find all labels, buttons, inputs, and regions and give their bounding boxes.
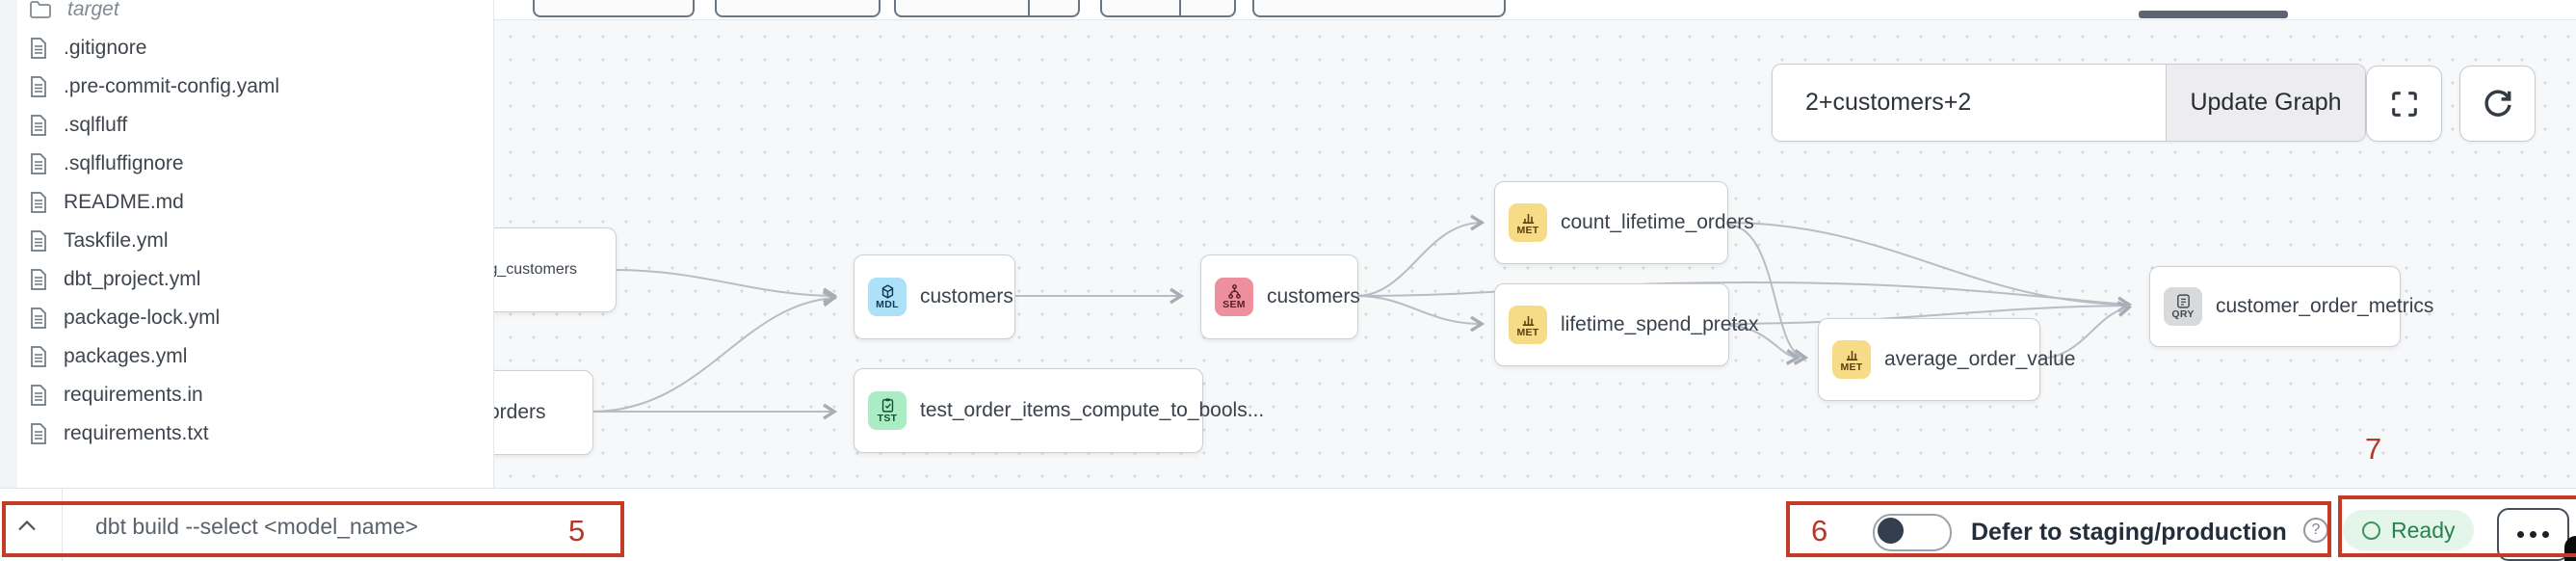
- button-divider: [1179, 0, 1181, 15]
- node-label: test_order_items_compute_to_bools...: [920, 399, 1265, 421]
- file-explorer: target .gitignore .pre-commit-config.yam…: [0, 0, 494, 488]
- file-icon: [31, 423, 46, 444]
- file-icon: [31, 269, 46, 290]
- node-label: lifetime_spend_pretax: [1561, 313, 1759, 335]
- file-icon: [31, 230, 46, 252]
- file-icon: [31, 385, 46, 406]
- file-list: target .gitignore .pre-commit-config.yam…: [0, 0, 493, 453]
- toggle-knob: [1878, 518, 1904, 544]
- lineage-canvas[interactable]: stg_customers orders MDL customers TST t…: [493, 19, 2576, 488]
- collapse-panel-button[interactable]: [12, 510, 42, 541]
- file-item[interactable]: Taskfile.yml: [0, 222, 493, 260]
- file-icon: [31, 307, 46, 329]
- file-icon: [31, 76, 46, 97]
- file-item[interactable]: README.md: [0, 183, 493, 222]
- chevron-up-icon: [18, 520, 36, 530]
- bar-divider: [62, 489, 63, 561]
- update-graph-button[interactable]: Update Graph: [2166, 65, 2365, 141]
- status-circle-icon: [2362, 521, 2380, 540]
- file-item[interactable]: dbt_project.yml: [0, 260, 493, 299]
- lineage-node-stg-customers[interactable]: stg_customers: [493, 227, 617, 312]
- graph-selector-group: Update Graph: [1772, 64, 2366, 142]
- dbt-command-input[interactable]: [93, 502, 540, 550]
- metric-badge: MET: [1509, 203, 1547, 242]
- screen-corner-artifact: [2564, 536, 2576, 561]
- annotation-step-7: 7: [2365, 432, 2382, 466]
- defer-toggle-label: Defer to staging/production: [1971, 519, 2287, 546]
- report-icon: [2176, 294, 2190, 308]
- status-badge: Ready: [2343, 510, 2475, 550]
- fullscreen-icon: [2391, 91, 2417, 117]
- file-icon: [31, 115, 46, 136]
- ellipsis-icon: [2517, 531, 2524, 538]
- test-badge: TST: [868, 391, 907, 430]
- file-icon: [31, 38, 46, 59]
- command-bar: [0, 488, 2576, 561]
- refresh-button[interactable]: [2459, 66, 2536, 142]
- active-tab-indicator: [2139, 11, 2288, 18]
- lineage-node-count-lifetime-orders[interactable]: MET count_lifetime_orders: [1494, 181, 1754, 264]
- bar-chart-icon: [1522, 315, 1534, 326]
- model-badge: MDL: [868, 278, 907, 316]
- semantic-badge: SEM: [1215, 278, 1253, 316]
- more-options-button[interactable]: [2497, 508, 2569, 561]
- lineage-node-test-order-items[interactable]: TST test_order_items_compute_to_bools...: [854, 368, 1264, 453]
- node-label: customers: [920, 285, 1013, 307]
- node-label: customers: [1267, 285, 1360, 307]
- file-item[interactable]: .sqlfluffignore: [0, 145, 493, 183]
- ellipsis-icon: [2542, 531, 2549, 538]
- metric-badge: MET: [1832, 340, 1871, 379]
- file-item[interactable]: packages.yml: [0, 337, 493, 376]
- file-item[interactable]: .pre-commit-config.yaml: [0, 67, 493, 106]
- clipboard-check-icon: [881, 398, 893, 413]
- button-divider: [1028, 0, 1030, 15]
- file-item[interactable]: package-lock.yml: [0, 299, 493, 337]
- cube-icon: [881, 284, 893, 299]
- bar-chart-icon: [1846, 350, 1857, 361]
- ellipsis-icon: [2530, 531, 2537, 538]
- sidebar-gutter: [0, 0, 17, 488]
- toolbar-button-partial[interactable]: [894, 0, 1080, 17]
- toolbar-button-partial[interactable]: [715, 0, 881, 17]
- lineage-node-customers-model[interactable]: MDL customers: [854, 254, 1015, 339]
- file-icon: [31, 346, 46, 367]
- fullscreen-button[interactable]: [2366, 66, 2442, 142]
- node-label: stg_customers: [493, 261, 578, 278]
- node-label: orders: [493, 401, 546, 423]
- file-item[interactable]: requirements.in: [0, 376, 493, 414]
- branch-icon: [1227, 284, 1241, 299]
- node-label: customer_order_metrics: [2216, 295, 2434, 317]
- file-item[interactable]: .sqlfluff: [0, 106, 493, 145]
- node-label: count_lifetime_orders: [1561, 211, 1754, 233]
- metric-badge: MET: [1509, 306, 1547, 344]
- file-item[interactable]: .gitignore: [0, 29, 493, 67]
- query-badge: QRY: [2164, 287, 2202, 326]
- refresh-icon: [2484, 89, 2511, 117]
- file-icon: [31, 192, 46, 213]
- lineage-node-orders[interactable]: orders: [493, 370, 593, 455]
- lineage-node-customers-semantic[interactable]: SEM customers: [1200, 254, 1360, 339]
- folder-icon: [30, 1, 51, 18]
- file-item[interactable]: requirements.txt: [0, 414, 493, 453]
- graph-selector-input[interactable]: [1773, 65, 2166, 141]
- folder-item-target[interactable]: target: [0, 0, 493, 29]
- file-icon: [31, 153, 46, 174]
- toolbar-button-partial[interactable]: [1252, 0, 1506, 17]
- lineage-node-customer-order-metrics[interactable]: QRY customer_order_metrics: [2149, 266, 2433, 347]
- toolbar-button-partial[interactable]: [533, 0, 695, 17]
- toolbar-button-partial[interactable]: [1100, 0, 1236, 17]
- lineage-node-average-order-value[interactable]: MET average_order_value: [1818, 318, 2075, 401]
- defer-toggle[interactable]: [1873, 514, 1952, 551]
- help-icon[interactable]: ?: [2303, 518, 2328, 543]
- node-label: average_order_value: [1884, 348, 2076, 370]
- lineage-node-lifetime-spend-pretax[interactable]: MET lifetime_spend_pretax: [1494, 283, 1758, 366]
- top-toolbar-strip: [493, 0, 2576, 20]
- bar-chart-icon: [1522, 213, 1534, 224]
